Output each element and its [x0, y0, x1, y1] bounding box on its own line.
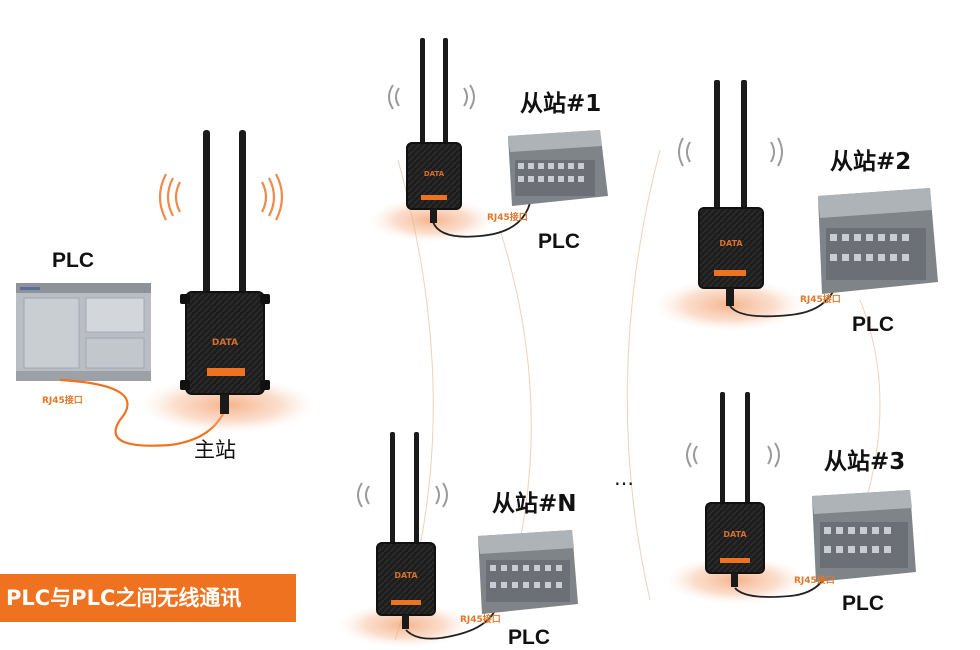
- slaveN-signal-waves: [357, 482, 448, 508]
- slave3-label: 从站#3: [824, 449, 906, 475]
- svg-text:DATA: DATA: [212, 338, 238, 348]
- slaveN-plc-device: [478, 530, 578, 614]
- slave1-plc-device: [508, 130, 608, 206]
- slave3-plc-label: PLC: [842, 592, 884, 615]
- master-radio: DATA: [180, 130, 270, 414]
- master-port-label: RJ45接口: [42, 396, 83, 406]
- svg-text:DATA: DATA: [424, 170, 445, 178]
- slave1-cable: [432, 189, 533, 238]
- master-signal-waves: [158, 173, 284, 221]
- slave3-radio: DATA: [705, 392, 765, 587]
- slave3-signal-waves: [686, 442, 780, 468]
- slave2-signal-waves: [678, 137, 783, 167]
- master-plc-label: PLC: [52, 249, 94, 272]
- slave2-port-label: RJ45接口: [800, 295, 841, 305]
- slave1-label: 从站#1: [520, 91, 602, 117]
- slave1-radio: DATA: [406, 38, 462, 223]
- slave2-radio: DATA: [698, 80, 764, 306]
- slave3-plc-device: [812, 490, 916, 582]
- master-cable: [59, 378, 225, 447]
- svg-text:DATA: DATA: [394, 571, 418, 580]
- slave2-label: 从站#2: [830, 149, 912, 175]
- signal-arc: [859, 299, 881, 521]
- svg-text:DATA: DATA: [719, 239, 743, 248]
- slaveN-port-label: RJ45接口: [460, 615, 501, 625]
- signal-arc: [626, 149, 661, 601]
- slaveN-radio: DATA: [376, 432, 436, 629]
- slave2-plc-label: PLC: [852, 313, 894, 336]
- master-plc-device: [16, 283, 151, 381]
- slaveN-plc-label: PLC: [508, 626, 550, 649]
- slave1-signal-waves: [388, 84, 475, 110]
- slave1-port-label: RJ45接口: [487, 213, 528, 223]
- master-station-label: 主站: [194, 438, 236, 462]
- svg-text:DATA: DATA: [723, 530, 747, 539]
- slaveN-label: 从站#N: [492, 491, 577, 517]
- slave2-plc-device: [818, 188, 938, 294]
- slave3-port-label: RJ45接口: [794, 576, 835, 586]
- slave1-plc-label: PLC: [538, 230, 580, 253]
- ellipsis-more-slaves: …: [614, 466, 636, 490]
- caption-banner: PLC与PLC之间无线通讯: [0, 574, 296, 622]
